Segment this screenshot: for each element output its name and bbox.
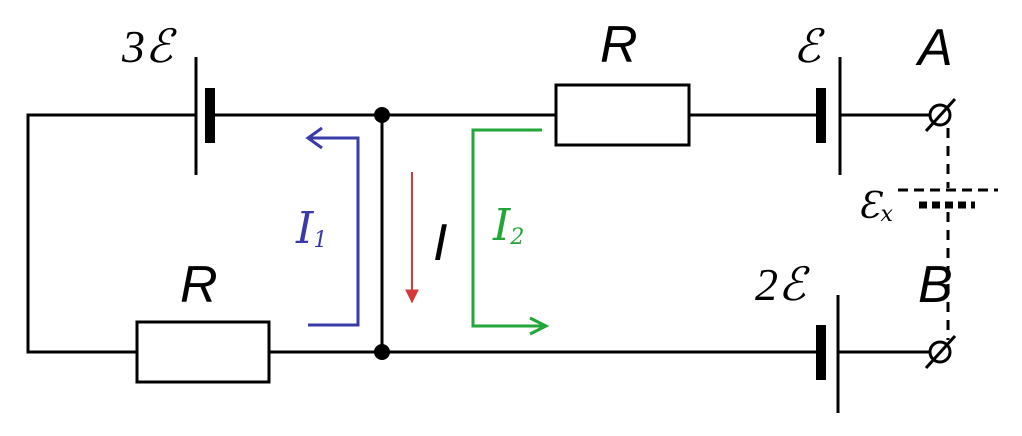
label-terminal-b: B <box>918 256 953 314</box>
battery-unknown-dashed <box>898 128 998 340</box>
current-i1-arrow <box>305 126 360 327</box>
battery-3e <box>194 57 215 175</box>
junction-top <box>374 107 390 123</box>
label-resistor-top: R <box>600 16 638 74</box>
label-current-i1: I1 <box>295 203 327 254</box>
junction-bottom <box>374 344 390 360</box>
label-current-middle: I <box>433 214 447 272</box>
resistor-bottom <box>135 320 271 384</box>
label-emf-top-right: ℰ <box>793 21 825 72</box>
battery-2e <box>816 295 840 413</box>
resistor-top <box>554 83 691 147</box>
label-current-i2: I2 <box>492 200 524 251</box>
label-terminal-a: A <box>915 19 953 77</box>
label-emf-left: 3ℰ <box>121 21 177 72</box>
label-emf-unknown: Ɛx <box>858 186 893 227</box>
label-emf-bottom-right: 2ℰ <box>755 259 810 310</box>
battery-e <box>816 57 842 175</box>
terminal-b <box>924 334 957 370</box>
wire-left-loop <box>26 113 196 354</box>
wires <box>26 113 940 354</box>
terminal-a <box>924 97 957 133</box>
label-resistor-bottom: R <box>180 256 218 314</box>
current-i2-arrow <box>471 128 550 336</box>
